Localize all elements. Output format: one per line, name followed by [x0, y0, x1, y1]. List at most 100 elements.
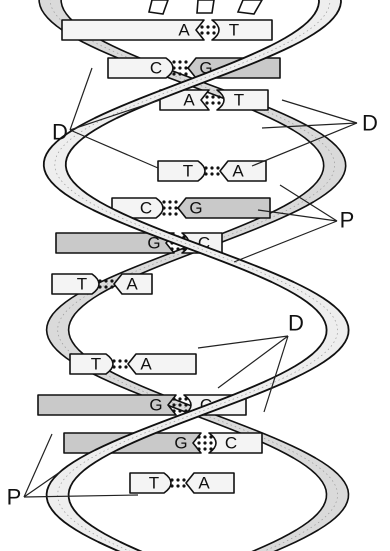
- hydrogen-bond-dot: [172, 66, 176, 70]
- callout-line-phosphate: [233, 220, 338, 263]
- base-left: [111, 197, 164, 219]
- base-letter-right: C: [225, 434, 237, 453]
- base-left: [61, 19, 205, 41]
- hydrogen-bond-dot: [168, 206, 172, 210]
- base-right: [211, 19, 273, 41]
- callout-line-deoxyribose: [69, 67, 93, 131]
- callout-line-phosphate: [23, 433, 53, 498]
- callout-line-phosphate: [23, 494, 139, 498]
- base-right: [219, 160, 267, 182]
- callout-line-deoxyribose: [281, 99, 358, 124]
- hydrogen-bond-dot: [118, 365, 122, 369]
- backbone-texture-front: [54, 0, 338, 551]
- base-right: [127, 353, 197, 375]
- callout-line-deoxyribose: [69, 129, 159, 169]
- hydrogen-bond-dot: [104, 285, 108, 289]
- base-right: [216, 89, 269, 111]
- hydrogen-bond-dot: [168, 200, 172, 204]
- hydrogen-bond-dot: [98, 285, 102, 289]
- hydrogen-bond-dot: [182, 247, 186, 251]
- hydrogen-bond-dot: [172, 409, 176, 413]
- callout-line-deoxyribose: [197, 335, 289, 349]
- hydrogen-bond-dot: [162, 212, 166, 216]
- hydrogen-bond-dot: [172, 72, 176, 76]
- base-letter-left: G: [174, 434, 187, 453]
- base-left: [51, 273, 100, 295]
- hydrogen-bond-dot: [216, 166, 220, 170]
- base-letter-left: T: [149, 474, 159, 493]
- backbone-ribbon-back: [38, 0, 350, 551]
- hydrogen-bond-dot: [174, 200, 178, 204]
- hydrogen-bond-dot: [176, 484, 180, 488]
- hydrogen-bond-dot: [162, 206, 166, 210]
- callout-line-deoxyribose: [261, 122, 358, 129]
- hydrogen-bond-dot: [217, 95, 221, 99]
- base-letter-left: T: [91, 355, 101, 374]
- hydrogen-bond-dot: [200, 31, 204, 35]
- hydrogen-bond-dot: [118, 359, 122, 363]
- hydrogen-bond-dot: [209, 447, 213, 451]
- callout-line-deoxyribose: [217, 335, 289, 389]
- base-letter-right: A: [232, 162, 244, 181]
- callout-lines: [23, 67, 358, 498]
- backbone-texture-back: [49, 0, 338, 551]
- hydrogen-bond-dot: [197, 447, 201, 451]
- base-letter-left: C: [140, 199, 152, 218]
- base-letter-left: G: [147, 234, 160, 253]
- backbone-strand-front: [42, 0, 350, 551]
- hydrogen-bond-dot: [197, 435, 201, 439]
- hydrogen-bond-dot: [211, 95, 215, 99]
- hydrogen-bond-dot: [212, 31, 216, 35]
- hydrogen-bond-dot: [112, 359, 116, 363]
- hydrogen-bond-dot: [200, 25, 204, 29]
- base-letter-left: A: [183, 91, 195, 110]
- hydrogen-bond-dot: [184, 72, 188, 76]
- base-right: [113, 273, 153, 295]
- hydrogen-bond-dot: [176, 478, 180, 482]
- hydrogen-bond-dot: [174, 206, 178, 210]
- hydrogen-bond-dot: [124, 359, 128, 363]
- hydrogen-bond-dot: [203, 447, 207, 451]
- hydrogen-bond-dot: [170, 484, 174, 488]
- base-letter-left: T: [183, 162, 193, 181]
- hydrogen-bond-dot: [178, 66, 182, 70]
- base-letter-left: A: [178, 21, 190, 40]
- base-letter-right: A: [198, 474, 210, 493]
- base-left: [107, 57, 174, 79]
- hydrogen-bond-dot: [182, 478, 186, 482]
- hydrogen-bond-dot: [184, 397, 188, 401]
- backbone-strand-back: [38, 0, 350, 551]
- hydrogen-bond-dot: [205, 95, 209, 99]
- hydrogen-bond-dot: [204, 172, 208, 176]
- base-letter-right: T: [234, 91, 244, 110]
- base-right: [185, 472, 235, 494]
- hydrogen-bond-dot: [98, 279, 102, 283]
- hydrogen-bond-dot: [197, 441, 201, 445]
- hydrogen-bond-dot: [209, 435, 213, 439]
- base-letter-right: A: [140, 355, 152, 374]
- hydrogen-bond-dot: [176, 247, 180, 251]
- hydrogen-bond-dot: [172, 397, 176, 401]
- callout-line-phosphate: [279, 184, 338, 222]
- callout-line-deoxyribose: [251, 122, 358, 167]
- hydrogen-bond-dot: [204, 166, 208, 170]
- label-d: D: [288, 311, 304, 336]
- hydrogen-bond-dot: [210, 172, 214, 176]
- base-left: [157, 160, 206, 182]
- callout-line-deoxyribose: [69, 99, 161, 131]
- hydrogen-bond-dot: [178, 397, 182, 401]
- base-left: [69, 353, 114, 375]
- label-p: P: [7, 485, 22, 510]
- label-p: P: [340, 208, 355, 233]
- base-left: [37, 394, 177, 416]
- hydrogen-bond-dot: [170, 478, 174, 482]
- hydrogen-bond-dot: [110, 279, 114, 283]
- backbone-ribbon-front: [42, 0, 350, 551]
- hydrogen-bond-dot: [170, 247, 174, 251]
